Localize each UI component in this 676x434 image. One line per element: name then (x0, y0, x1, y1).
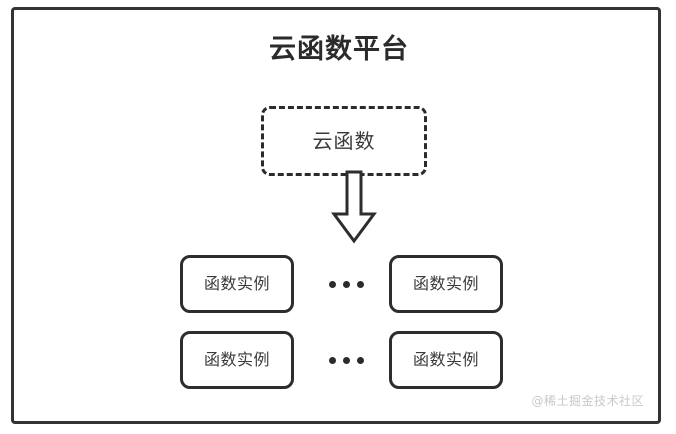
ellipsis-dot (356, 280, 364, 288)
function-instance-label: 函数实例 (203, 274, 270, 293)
function-instance-label: 函数实例 (412, 274, 479, 293)
function-instance-box[interactable]: 函数实例 (180, 331, 294, 389)
instance-row-1: 函数实例 函数实例 (14, 255, 664, 313)
ellipsis-dot (342, 280, 350, 288)
platform-title: 云函数平台 (269, 34, 409, 65)
ellipsis-dot (356, 356, 364, 364)
function-instance-label: 函数实例 (203, 350, 270, 369)
down-block-arrow-icon (331, 170, 377, 244)
ellipsis-icon (314, 331, 378, 389)
cloud-function-platform-container: 云函数平台 云函数 函数实例 函数实例 函数实例 (11, 7, 661, 424)
function-instance-box[interactable]: 函数实例 (389, 331, 503, 389)
function-instance-box[interactable]: 函数实例 (180, 255, 294, 313)
ellipsis-dot (342, 356, 350, 364)
ellipsis-dot (328, 280, 336, 288)
cloud-function-label: 云函数 (312, 129, 376, 153)
instance-row-2: 函数实例 函数实例 (14, 331, 664, 389)
cloud-function-node[interactable]: 云函数 (261, 106, 427, 176)
function-instance-label: 函数实例 (412, 350, 479, 369)
ellipsis-dot (328, 356, 336, 364)
watermark: @稀土掘金技术社区 (531, 394, 644, 408)
function-instance-box[interactable]: 函数实例 (389, 255, 503, 313)
ellipsis-icon (314, 255, 378, 313)
